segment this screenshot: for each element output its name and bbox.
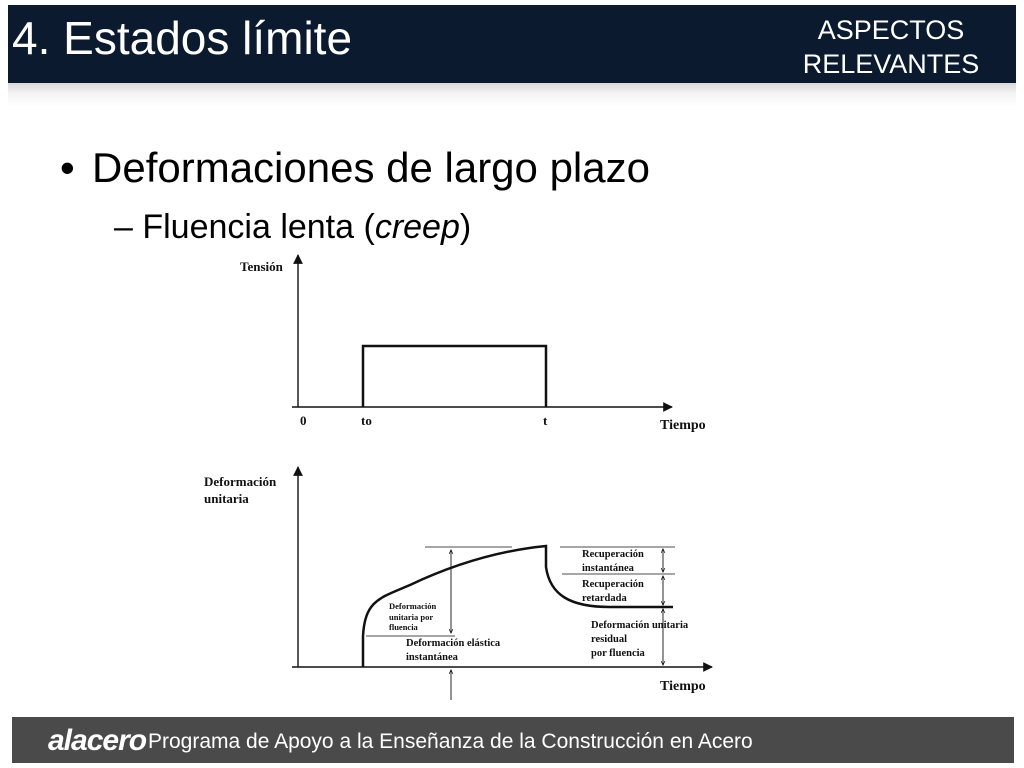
bullet2-italic: creep: [374, 208, 460, 246]
footer-program-text: Programa de Apoyo a la Enseñanza de la C…: [148, 730, 753, 753]
residual-line2: residual: [591, 634, 627, 645]
recovery-delayed-line1: Recuperación: [582, 579, 644, 590]
section-label: ASPECTOS RELEVANTES: [776, 13, 1006, 81]
strain-curve: [361, 544, 673, 667]
stress-pulse-line: [361, 344, 548, 407]
recovery-inst-line2: instantánea: [582, 563, 635, 574]
strain-graph: Deformación unitaria Tiempo Deformación …: [204, 466, 713, 700]
residual-line1: Deformación unitaria: [591, 620, 689, 631]
strain-x-label: Tiempo: [660, 679, 706, 694]
creep-label-line1: Deformación: [389, 601, 436, 611]
bullet2-prefix: – Fluencia lenta (: [114, 208, 375, 246]
title-bar: 4. Estados límite ASPECTOS RELEVANTES: [8, 5, 1016, 83]
creep-label-line3: fluencia: [389, 622, 419, 632]
bullet1-text: Deformaciones de largo plazo: [92, 144, 650, 191]
section-label-line2: RELEVANTES: [802, 49, 980, 79]
bullet-deformaciones: • Deformaciones de largo plazo: [60, 144, 650, 192]
footer-bar: alacero Programa de Apoyo a la Enseñanza…: [12, 717, 1014, 763]
stress-t0-label: to: [361, 413, 372, 428]
stress-t-label: t: [543, 413, 548, 428]
residual-line3: por fluencia: [591, 648, 646, 659]
elastic-label-line2: instantánea: [406, 652, 459, 663]
strain-y-label-line2: unitaria: [204, 491, 249, 506]
stress-graph: Tensión 0 to t Tiempo: [240, 254, 706, 433]
bullet2-suffix: ): [459, 208, 472, 246]
elastic-label-line1: Deformación elástica: [406, 638, 501, 649]
sub-bullet-fluencia: – Fluencia lenta (creep): [114, 208, 471, 247]
bullet-dot: •: [60, 144, 75, 191]
section-label-line1: ASPECTOS: [817, 15, 965, 45]
content-shadow: [8, 83, 1016, 523]
recovery-delayed-line2: retardada: [582, 593, 627, 604]
slide-title: 4. Estados límite: [12, 12, 353, 64]
stress-y-label: Tensión: [240, 259, 284, 274]
stress-x-label: Tiempo: [660, 418, 706, 433]
alacero-logo: alacero: [48, 724, 147, 757]
stress-origin-label: 0: [300, 413, 307, 428]
strain-y-label-line1: Deformación: [204, 474, 277, 489]
recovery-inst-line1: Recuperación: [582, 549, 644, 560]
creep-label-line2: unitaria por: [389, 612, 433, 622]
